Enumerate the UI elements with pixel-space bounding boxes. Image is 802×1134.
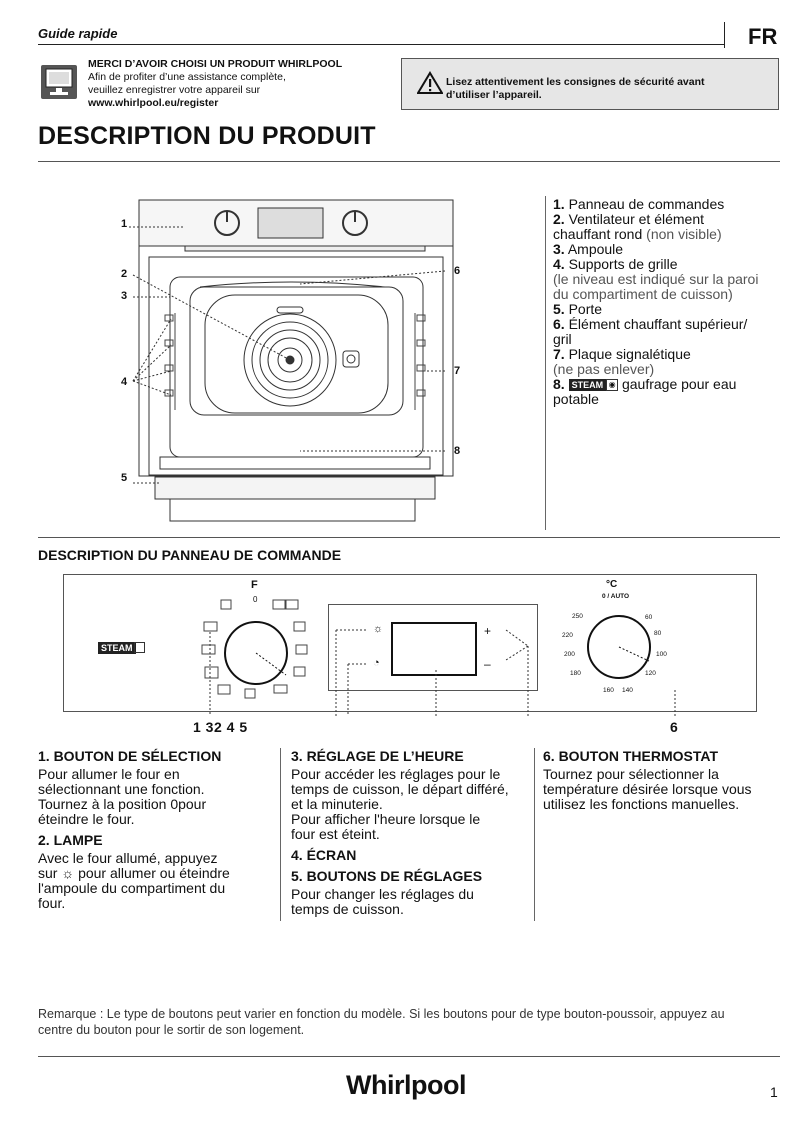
temp-250: 250 bbox=[572, 613, 583, 620]
part-item-5: 5. Porte bbox=[553, 301, 603, 317]
drop-icon: ◉ bbox=[606, 379, 619, 392]
heading-screen: 4. ÉCRAN bbox=[291, 847, 357, 863]
text-selector: Pour allumer le four en sélectionnant un… bbox=[38, 766, 207, 827]
language-code: FR bbox=[748, 24, 778, 49]
section-clock-settings: 3. RÉGLAGE DE L’HEURE Pour accéder les r… bbox=[291, 748, 531, 917]
callout-8: 8 bbox=[454, 445, 461, 457]
callout-2: 2 bbox=[121, 268, 128, 280]
heading-thermostat: 6. BOUTON THERMOSTAT bbox=[543, 748, 718, 764]
callout-5: 5 bbox=[121, 472, 128, 484]
thermostat-knob[interactable] bbox=[585, 613, 653, 681]
selector-top-label: F bbox=[251, 579, 258, 591]
warning-icon bbox=[417, 71, 443, 94]
callout-6: 6 bbox=[454, 265, 461, 277]
selector-knob[interactable] bbox=[200, 597, 312, 701]
section-rule-2 bbox=[38, 537, 780, 538]
register-notice: MERCI D’AVOIR CHOISI UN PRODUIT WHIRLPOO… bbox=[88, 58, 388, 110]
callout-7: 7 bbox=[454, 365, 461, 377]
header-rule-tick bbox=[724, 22, 725, 48]
steam-badge: STEAM bbox=[568, 379, 607, 392]
lamp-icon[interactable]: ☼ bbox=[373, 623, 384, 635]
callout-1: 1 bbox=[121, 218, 128, 230]
safety-warning-box: Lisez attentivement les consignes de séc… bbox=[401, 58, 779, 110]
column-separator bbox=[545, 196, 546, 530]
heading-selector: 1. BOUTON DE SÉLECTION bbox=[38, 748, 222, 764]
lamp-symbol-icon: ☼ bbox=[61, 865, 75, 881]
whirlpool-logo: Whirlpool bbox=[346, 1070, 466, 1100]
panel-steam-badge: STEAM bbox=[98, 642, 136, 654]
part-item-3: 3. Ampoule bbox=[553, 241, 624, 257]
temp-120: 120 bbox=[645, 670, 656, 677]
monitor-icon bbox=[41, 65, 77, 99]
product-description-title: DESCRIPTION DU PRODUIT bbox=[38, 122, 376, 150]
temp-180: 180 bbox=[570, 670, 581, 677]
temp-200: 200 bbox=[564, 651, 575, 658]
section-rule bbox=[38, 161, 780, 162]
plus-button[interactable]: + bbox=[484, 624, 492, 638]
register-line-2: veuillez enregistrer votre appareil sur bbox=[88, 84, 261, 96]
thermo-zero-label: 0 / AUTO bbox=[602, 593, 630, 600]
thermo-unit-label: °C bbox=[606, 579, 618, 590]
heading-clock: 3. RÉGLAGE DE L’HEURE bbox=[291, 748, 464, 764]
column-separator-1 bbox=[280, 748, 281, 921]
guide-title: Guide rapide bbox=[38, 26, 118, 41]
register-url[interactable]: www.whirlpool.eu/register bbox=[88, 97, 219, 109]
display-panel: ☼ ◔ + – bbox=[328, 604, 538, 691]
remark-note: Remarque : Le type de boutons peut varie… bbox=[38, 1007, 725, 1037]
text-lamp: Avec le four allumé, appuyez sur ☼ pour … bbox=[38, 850, 230, 911]
heading-lamp: 2. LAMPE bbox=[38, 832, 103, 848]
zero-position-icon: 0 bbox=[170, 796, 179, 812]
callout-4: 4 bbox=[121, 376, 128, 388]
panel-labels-left: 1 32 4 5 bbox=[193, 719, 248, 735]
warning-line-1: Lisez attentivement les consignes de séc… bbox=[446, 76, 705, 88]
section-thermostat: 6. BOUTON THERMOSTAT Tournez pour sélect… bbox=[543, 748, 783, 812]
text-adjust-buttons: Pour changer les réglages du temps de cu… bbox=[291, 886, 474, 917]
screen bbox=[391, 622, 477, 676]
control-panel-title: DESCRIPTION DU PANNEAU DE COMMANDE bbox=[38, 547, 342, 563]
register-line-1: Afin de profiter d’une assistance complè… bbox=[88, 71, 286, 83]
temp-60: 60 bbox=[645, 614, 653, 621]
temp-140: 140 bbox=[622, 687, 633, 694]
panel-leader-lines bbox=[209, 629, 676, 716]
part-item-6: 6. Élément chauffant supérieur/gril bbox=[553, 316, 748, 347]
temp-160: 160 bbox=[603, 687, 614, 694]
register-title: MERCI D’AVOIR CHOISI UN PRODUIT WHIRLPOO… bbox=[88, 58, 343, 70]
parts-list: 1. Panneau de commandes 2. Ventilateur e… bbox=[553, 197, 793, 407]
oven-diagram bbox=[129, 199, 454, 522]
selector-zero-label: 0 bbox=[253, 595, 258, 604]
panel-drop-icon bbox=[134, 642, 145, 653]
control-panel-diagram: STEAM F 0 ☼ ◔ + – °C 0 / AUTO 60 80 100 … bbox=[63, 574, 757, 712]
footer-rule bbox=[38, 1056, 780, 1057]
temp-220: 220 bbox=[562, 632, 573, 639]
minus-button[interactable]: – bbox=[484, 657, 491, 671]
section-selector-button: 1. BOUTON DE SÉLECTION Pour allumer le f… bbox=[38, 748, 278, 911]
column-separator-2 bbox=[534, 748, 535, 921]
page-number: 1 bbox=[770, 1084, 778, 1100]
header-rule bbox=[38, 44, 724, 45]
temp-80: 80 bbox=[654, 630, 662, 637]
text-clock: Pour accéder les réglages pour le temps … bbox=[291, 766, 509, 842]
clock-icon[interactable]: ◔ bbox=[373, 657, 380, 669]
part-item-7: 7. Plaque signalétique(ne pas enlever) bbox=[553, 346, 691, 377]
callout-3: 3 bbox=[121, 290, 128, 302]
text-thermostat: Tournez pour sélectionner la température… bbox=[543, 766, 752, 812]
warning-line-2: d’utiliser l’appareil. bbox=[446, 89, 542, 101]
part-item-4: 4. Supports de grille(le niveau est indi… bbox=[553, 256, 759, 302]
temp-100: 100 bbox=[656, 651, 667, 658]
panel-label-right: 6 bbox=[670, 719, 678, 735]
heading-adjust-buttons: 5. BOUTONS DE RÉGLAGES bbox=[291, 868, 483, 884]
part-item-1: 1. Panneau de commandes bbox=[553, 196, 725, 212]
